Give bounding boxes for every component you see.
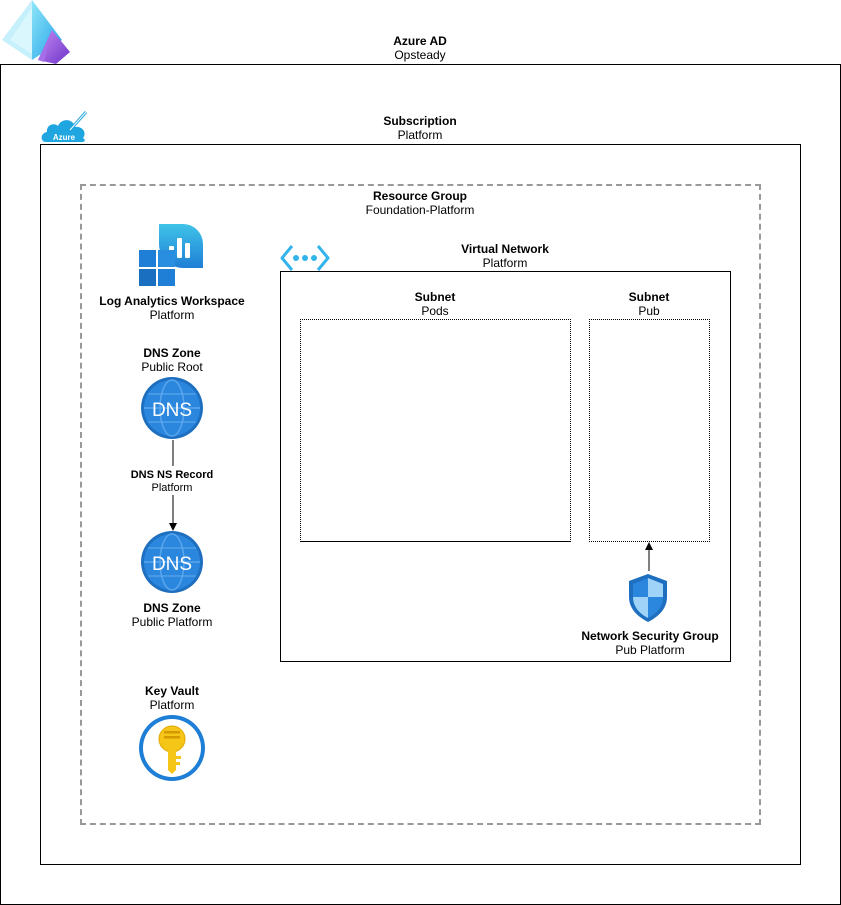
dns-zone-root-subtitle: Public Root [141, 360, 203, 374]
subscription-label: Subscription Platform [340, 114, 500, 142]
dns-ns-record-title: DNS NS Record [130, 469, 214, 481]
shield-icon [628, 573, 668, 623]
subnet-pods-subtitle: Pods [421, 304, 449, 318]
subnet-pods-label: Subnet Pods [375, 290, 495, 318]
nsg-title: Network Security Group [581, 629, 719, 643]
resource-group-subtitle: Foundation-Platform [365, 203, 475, 217]
dns-zone-platform-title: DNS Zone [143, 601, 201, 615]
virtual-network-container [280, 271, 731, 662]
log-analytics-title: Log Analytics Workspace [99, 294, 245, 308]
key-vault-subtitle: Platform [149, 698, 195, 712]
nsg-connector-arrow [642, 542, 656, 572]
azure-ad-icon [2, 0, 72, 64]
dns-zone-root-label: DNS Zone Public Root [102, 346, 242, 374]
dns-ns-record-subtitle: Platform [151, 482, 193, 494]
nsg-label: Network Security Group Pub Platform [565, 629, 735, 657]
subnet-pods-title: Subnet [414, 290, 456, 304]
azure-ad-subtitle: Opsteady [394, 48, 446, 62]
vnet-icon [280, 244, 330, 272]
key-vault-icon [138, 714, 206, 782]
dns-icon: DNS [140, 530, 204, 594]
dns-icon: DNS [140, 376, 204, 440]
resource-group-title: Resource Group [372, 189, 468, 203]
key-vault-label: Key Vault Platform [102, 684, 242, 712]
dns-zone-platform-subtitle: Public Platform [131, 615, 213, 629]
subscription-title: Subscription [383, 114, 457, 128]
dns-connector-arrow [166, 440, 180, 532]
azure-cloud-icon: Azure [40, 108, 90, 144]
log-analytics-label: Log Analytics Workspace Platform [82, 294, 262, 322]
dns-icon-text: DNS [152, 400, 192, 421]
subnet-pub-label: Subnet Pub [599, 290, 699, 318]
virtual-network-subtitle: Platform [482, 256, 528, 270]
dns-ns-record-label: DNS NS Record Platform [112, 469, 232, 495]
dns-zone-platform-label: DNS Zone Public Platform [102, 601, 242, 629]
subnet-pods-container [300, 319, 571, 542]
key-vault-title: Key Vault [144, 684, 200, 698]
subscription-container [40, 144, 801, 865]
azure-ad-title: Azure AD [393, 34, 447, 48]
dns-zone-root-title: DNS Zone [143, 346, 201, 360]
nsg-subtitle: Pub Platform [615, 643, 685, 657]
resource-group-label: Resource Group Foundation-Platform [320, 189, 520, 217]
dns-icon-text: DNS [152, 554, 192, 575]
virtual-network-title: Virtual Network [461, 242, 549, 256]
subnet-pub-container [589, 319, 710, 542]
azure-ad-label: Azure AD Opsteady [340, 34, 500, 62]
subscription-subtitle: Platform [397, 128, 443, 142]
azure-cloud-text: Azure [53, 133, 76, 142]
resource-group-container [80, 184, 761, 825]
virtual-network-label: Virtual Network Platform [425, 242, 585, 270]
subnet-pub-title: Subnet [628, 290, 670, 304]
log-analytics-subtitle: Platform [149, 308, 195, 322]
subnet-pub-subtitle: Pub [638, 304, 660, 318]
log-analytics-icon [139, 222, 205, 288]
